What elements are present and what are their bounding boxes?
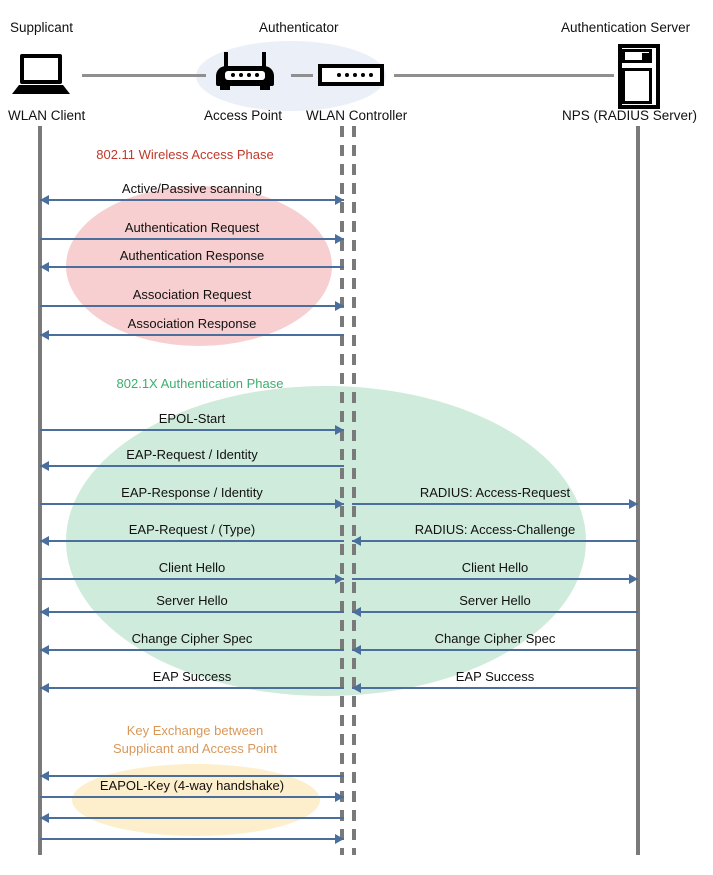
message-left-arrowhead-left <box>40 195 49 205</box>
message-right-line <box>352 611 638 613</box>
wire-client-to-ap <box>82 74 206 77</box>
message-left-line <box>40 578 344 580</box>
message-right-arrowhead-left <box>352 683 361 693</box>
message-left-label: EAP-Request / Identity <box>126 447 258 462</box>
message-left-arrowhead-right <box>335 195 344 205</box>
message-left-arrowhead-left <box>40 262 49 272</box>
message-left-line <box>40 687 344 689</box>
message-left-arrowhead-right <box>335 499 344 509</box>
message-left-line <box>40 838 344 840</box>
message-right-arrowhead-left <box>352 536 361 546</box>
message-left-line <box>40 429 344 431</box>
message-left-label: Server Hello <box>156 593 228 608</box>
message-left-label: EAP Success <box>152 669 232 684</box>
message-left-line <box>40 817 344 819</box>
message-right-line <box>352 649 638 651</box>
device-label-wlan-client: WLAN Client <box>8 108 86 123</box>
wire-ap-to-controller <box>291 74 313 77</box>
phase-label-key-exchange-line2: Supplicant and Access Point <box>112 741 278 756</box>
message-left-arrowhead-right <box>335 834 344 844</box>
message-right-line <box>352 540 638 542</box>
message-left-line <box>40 503 344 505</box>
actor-role-authenticator: Authenticator <box>259 20 339 35</box>
message-right-label: RADIUS: Access-Request <box>419 485 571 500</box>
device-label-wlan-controller: WLAN Controller <box>306 108 408 123</box>
message-right-line <box>352 503 638 505</box>
message-left-line <box>40 796 344 798</box>
message-right-arrowhead-right <box>629 499 638 509</box>
message-left-arrowhead-left <box>40 461 49 471</box>
message-left-line <box>40 649 344 651</box>
message-right-label: RADIUS: Access-Challenge <box>414 522 576 537</box>
device-label-access-point: Access Point <box>204 108 283 123</box>
wlan-controller-icon <box>318 52 384 92</box>
access-point-icon <box>216 52 274 92</box>
message-left-arrowhead-left <box>40 536 49 546</box>
laptop-icon <box>12 54 70 94</box>
message-right-arrowhead-left <box>352 645 361 655</box>
lifeline-supplicant <box>38 126 42 855</box>
message-right-label: Server Hello <box>459 593 531 608</box>
message-left-label: EAP-Request / (Type) <box>128 522 256 537</box>
message-left-arrowhead-left <box>40 771 49 781</box>
lifeline-wlan-controller <box>352 126 356 855</box>
message-right-label: Client Hello <box>461 560 529 575</box>
message-left-line <box>40 775 344 777</box>
message-left-arrowhead-right <box>335 234 344 244</box>
message-left-line <box>40 238 344 240</box>
message-left-line <box>40 305 344 307</box>
message-left-arrowhead-left <box>40 683 49 693</box>
wire-controller-to-server <box>394 74 614 77</box>
message-left-line <box>40 199 344 201</box>
lifeline-access-point <box>340 126 344 855</box>
message-left-label: Change Cipher Spec <box>131 631 253 646</box>
message-left-line <box>40 334 344 336</box>
message-left-arrowhead-right <box>335 792 344 802</box>
message-left-label: Client Hello <box>158 560 226 575</box>
message-left-line <box>40 540 344 542</box>
message-left-label: EAP-Response / Identity <box>121 485 263 500</box>
message-left-arrowhead-right <box>335 574 344 584</box>
message-right-line <box>352 687 638 689</box>
message-left-line <box>40 465 344 467</box>
message-left-arrowhead-right <box>335 301 344 311</box>
message-left-line <box>40 266 344 268</box>
device-label-nps-radius-server: NPS (RADIUS Server) <box>562 108 698 123</box>
message-left-label: Association Request <box>132 287 252 302</box>
message-left-label: EPOL-Start <box>158 411 226 426</box>
message-right-line <box>352 578 638 580</box>
message-left-arrowhead-left <box>40 330 49 340</box>
phase-label-dot1x: 802.1X Authentication Phase <box>116 376 284 391</box>
server-icon <box>618 44 660 109</box>
message-left-line <box>40 611 344 613</box>
message-left-label: EAPOL-Key (4-way handshake) <box>99 778 285 793</box>
message-left-label: Association Response <box>127 316 257 331</box>
message-left-arrowhead-left <box>40 645 49 655</box>
actor-role-authentication-server: Authentication Server <box>561 20 691 35</box>
message-left-arrowhead-right <box>335 425 344 435</box>
message-left-arrowhead-left <box>40 607 49 617</box>
message-left-label: Authentication Response <box>119 248 265 263</box>
lifeline-auth-server <box>636 126 640 855</box>
message-left-arrowhead-left <box>40 813 49 823</box>
message-right-label: Change Cipher Spec <box>434 631 556 646</box>
message-right-arrowhead-right <box>629 574 638 584</box>
message-right-arrowhead-left <box>352 607 361 617</box>
message-left-label: Authentication Request <box>124 220 260 235</box>
phase-label-wireless: 802.11 Wireless Access Phase <box>96 147 274 162</box>
message-right-label: EAP Success <box>455 669 535 684</box>
actor-role-supplicant: Supplicant <box>10 20 74 35</box>
message-left-label: Active/Passive scanning <box>121 181 263 196</box>
phase-label-key-exchange-line1: Key Exchange between <box>126 723 264 738</box>
